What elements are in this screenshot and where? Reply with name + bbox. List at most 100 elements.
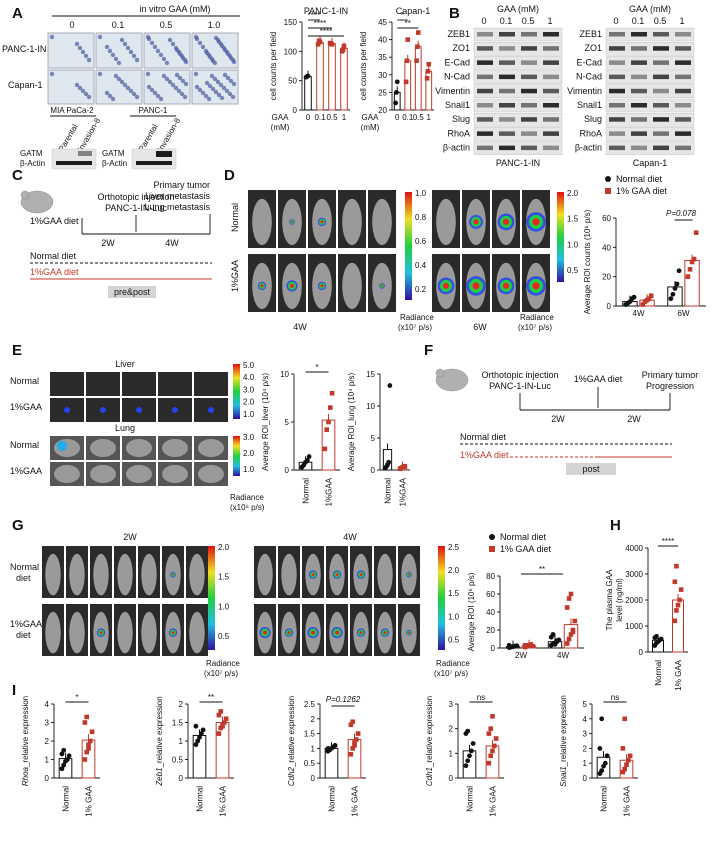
invasion-cell xyxy=(155,48,161,54)
y-tick-label: 20 xyxy=(602,273,611,282)
invasion-cell xyxy=(204,80,210,86)
data-point xyxy=(674,563,679,569)
panel-label-a: A xyxy=(12,5,23,22)
category-label: 0 xyxy=(306,113,311,122)
invasion-cell xyxy=(113,56,119,62)
blot-right-gatm: GATM xyxy=(102,149,125,158)
invasion-cell xyxy=(225,51,231,57)
y-tick-label: 1 xyxy=(179,737,184,746)
lung-shape xyxy=(126,439,152,457)
blot-b-header: GAA (mM) xyxy=(497,4,539,14)
blot-b-protein: Snail1 xyxy=(577,100,602,110)
blot-b-band xyxy=(521,88,537,94)
y-tick-label: 0.5 xyxy=(304,759,316,768)
mouse-body xyxy=(436,198,456,246)
blot-b-dose: 0.1 xyxy=(500,16,513,26)
blot-b-band xyxy=(653,32,669,37)
blot-b-strip xyxy=(605,141,695,155)
y-tick-label: 1 xyxy=(449,749,454,758)
f-w2: 2W xyxy=(627,414,641,424)
panel-e-images: Liver Lung Normal 1%GAA Normal 1%GAA Rad… xyxy=(10,359,265,512)
mouse-body xyxy=(45,611,61,654)
dose-0-5: 0.5 xyxy=(160,20,173,30)
mouse-icon-c xyxy=(20,190,54,214)
blot-b-band xyxy=(609,117,625,122)
mouse-body xyxy=(141,611,157,654)
invasion-cell xyxy=(204,50,210,56)
signal-spot xyxy=(408,631,410,634)
y-tick-label: 4000 xyxy=(625,544,643,553)
invasion-cell xyxy=(194,84,200,90)
y-tick-label: 0 xyxy=(311,774,316,783)
invasion-cell xyxy=(116,76,122,82)
invasion-cell xyxy=(125,85,131,91)
blot-b-strip xyxy=(473,27,563,42)
data-point xyxy=(350,719,355,725)
lung-shape xyxy=(162,439,188,457)
panel-labels: A B C D E F G H I xyxy=(12,5,621,699)
signal-spot xyxy=(532,218,540,226)
blot-b-strip xyxy=(605,127,695,141)
gene-name: Snai1 xyxy=(559,766,568,786)
blot-b-strip xyxy=(473,70,563,84)
chart-title: Capan-1 xyxy=(396,6,431,16)
e-row-normal-lung: Normal xyxy=(10,440,39,450)
blot-b-band xyxy=(521,46,537,51)
blot-b-strip xyxy=(605,84,695,99)
liver-image-tile xyxy=(158,372,192,396)
invasion-cell xyxy=(216,92,222,98)
p-value-annotation: P=0.078 xyxy=(666,209,697,218)
blot-b-band xyxy=(499,117,515,122)
blot-b-band xyxy=(477,117,493,122)
category-label: Normal xyxy=(328,786,337,812)
g-row-1b: diet xyxy=(16,573,31,583)
bar xyxy=(304,76,312,111)
data-point xyxy=(689,259,695,265)
blot-b-band xyxy=(609,60,625,65)
data-point xyxy=(564,605,570,610)
scale-tick-label: 0.6 xyxy=(415,237,427,246)
d-color-scales: 1.00.80.60.40.22.01.51.00.5 xyxy=(405,189,579,300)
blot-b-band xyxy=(521,74,537,80)
significance-mark: ns xyxy=(477,693,485,702)
mouse-body xyxy=(69,553,85,596)
panel-label-f: F xyxy=(424,342,433,359)
invasion-cell xyxy=(197,40,203,46)
blot-b-band xyxy=(521,145,537,151)
blot-b-strip xyxy=(605,98,695,113)
blot-b-dose: 0.1 xyxy=(632,16,645,26)
invasion-cell xyxy=(161,73,167,79)
blot-b-band xyxy=(631,60,647,65)
f-inject-1: Orthotopic injection xyxy=(481,370,558,380)
g-time-2w: 2W xyxy=(123,532,137,542)
invasion-cell xyxy=(83,91,89,97)
blot-b-band xyxy=(521,103,537,108)
invasion-cell xyxy=(174,47,180,53)
data-point xyxy=(216,731,222,736)
y-tick-label: 2000 xyxy=(625,596,643,605)
invasion-cell xyxy=(225,75,231,81)
y-tick-label: 2 xyxy=(45,737,50,746)
data-point xyxy=(550,632,556,637)
y-tick-label: 1 xyxy=(583,759,588,768)
invasion-cell xyxy=(200,90,206,96)
data-point xyxy=(329,41,335,47)
data-point xyxy=(200,727,206,733)
invasion-cell xyxy=(207,83,213,89)
y-axis-label: Cdh2_relative expression xyxy=(287,696,296,786)
data-point xyxy=(195,738,201,744)
invasion-cell xyxy=(134,57,140,63)
scale-tick-label: 2.0 xyxy=(243,398,255,407)
blot-b-dose: 0.5 xyxy=(522,16,535,26)
invasion-image-tile xyxy=(191,69,239,105)
blot-b-band xyxy=(631,74,647,80)
invasion-cell xyxy=(207,54,213,60)
blot-b-band xyxy=(499,145,515,151)
invasion-cell xyxy=(180,55,186,61)
blot-left-actin: β-Actin xyxy=(20,159,45,168)
data-point xyxy=(82,720,88,725)
data-point xyxy=(486,731,492,736)
